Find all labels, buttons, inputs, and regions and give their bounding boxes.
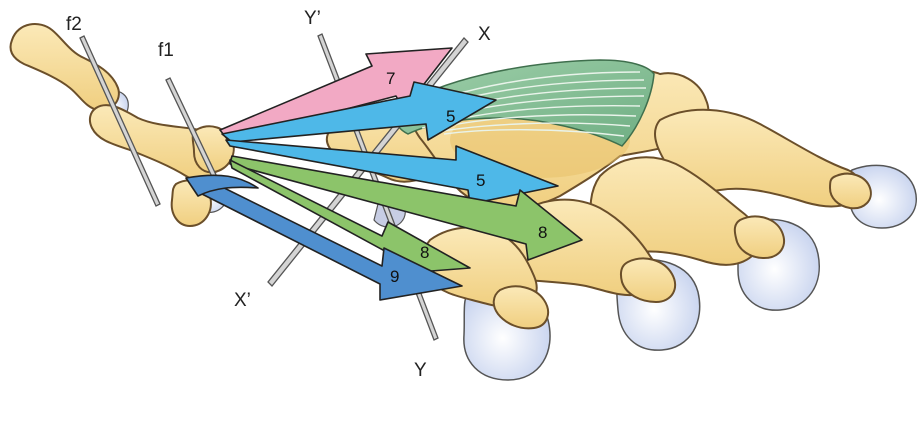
label-y: Y <box>414 360 427 381</box>
label-f2: f2 <box>66 14 82 35</box>
arrow-label-9: 9 <box>390 267 399 286</box>
arrow-label-8-right: 8 <box>538 223 547 242</box>
label-x: X <box>478 24 491 45</box>
label-y-prime: Y’ <box>304 8 321 29</box>
arrow-label-8-left: 8 <box>420 243 429 262</box>
arrow-label-5-lower: 5 <box>476 171 485 190</box>
phalanx-distal-thumb <box>11 24 119 110</box>
arrow-label-5-upper: 5 <box>446 107 455 126</box>
arrow-label-7: 7 <box>386 69 395 88</box>
label-x-prime: X’ <box>234 290 251 311</box>
label-f1: f1 <box>158 40 174 61</box>
